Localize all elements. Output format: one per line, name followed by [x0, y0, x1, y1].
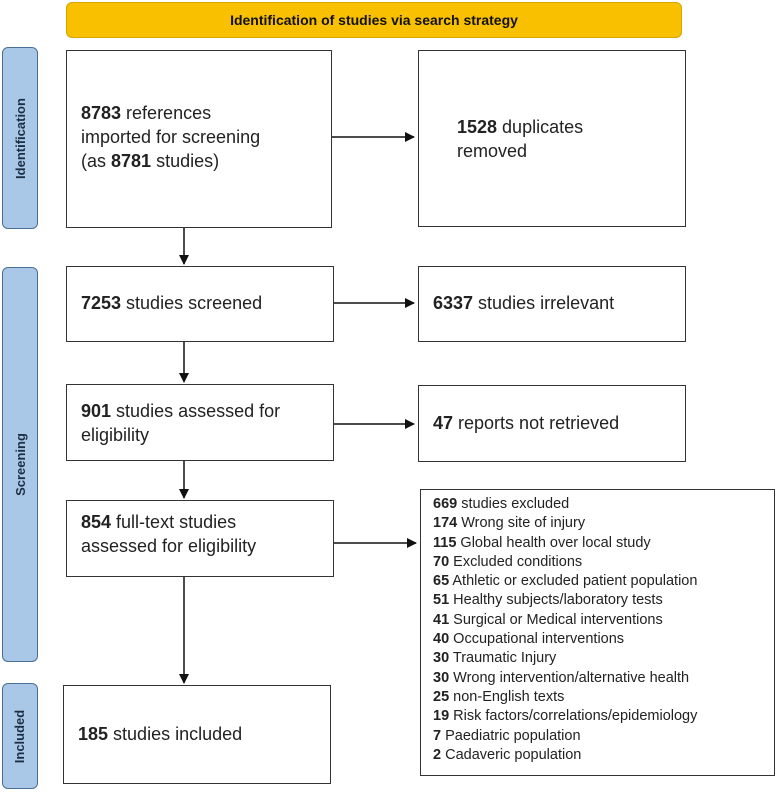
exclusion-label: Wrong intervention/alternative health: [449, 669, 690, 686]
fulltext-text-1: full-text studies: [111, 512, 237, 532]
box-included: 185 studies included: [63, 685, 331, 784]
exclusion-count: 25: [433, 688, 450, 705]
exclusion-item: 7 Paediatric population: [433, 727, 762, 746]
phase-included: Included: [2, 683, 38, 789]
screened-text: studies screened: [121, 293, 263, 313]
exclusion-label: Excluded conditions: [449, 553, 583, 570]
exclusion-count: 669: [433, 496, 458, 512]
exclusion-count: 51: [433, 592, 450, 609]
exclusion-item: 19 Risk factors/correlations/epidemiolog…: [433, 707, 762, 726]
exclusion-item: 2 Cadaveric population: [433, 746, 762, 765]
duplicates-count: 1528: [457, 117, 498, 137]
exclusion-count: 41: [433, 611, 450, 628]
box-imported-references: 8783 references imported for screening (…: [66, 50, 332, 228]
duplicates-text-2: removed: [457, 141, 528, 161]
exclusion-item: 41 Surgical or Medical interventions: [433, 611, 762, 630]
not-retrieved-text: reports not retrieved: [453, 413, 620, 433]
exclusion-label: Healthy subjects/laboratory tests: [449, 592, 663, 609]
exclusion-item: 40 Occupational interventions: [433, 630, 762, 649]
exclusion-item: 30 Traumatic Injury: [433, 649, 762, 668]
exclusion-item: 65 Athletic or excluded patient populati…: [433, 572, 762, 591]
exclusion-count: 40: [433, 631, 450, 648]
exclusion-count: 115: [433, 534, 457, 551]
header-banner: Identification of studies via search str…: [66, 2, 682, 38]
fulltext-text-2: assessed for eligibility: [81, 536, 257, 556]
exclusion-label: studies excluded: [457, 496, 570, 512]
exclusion-item: 174 Wrong site of injury: [433, 514, 762, 533]
exclusion-label: Global health over local study: [456, 534, 651, 551]
phase-screening: Screening: [2, 267, 38, 662]
exclusion-count: 30: [433, 669, 450, 686]
exclusion-label: Occupational interventions: [449, 631, 625, 648]
screened-count: 7253: [81, 293, 122, 313]
exclusion-label: Risk factors/correlations/epidemiology: [449, 708, 698, 725]
box-not-retrieved: 47 reports not retrieved: [418, 385, 686, 462]
fulltext-count: 854: [81, 512, 112, 532]
exclusion-item: 30 Wrong intervention/alternative health: [433, 669, 762, 688]
box-duplicates: 1528 duplicates removed: [418, 50, 686, 227]
irrelevant-count: 6337: [433, 293, 474, 313]
assessed-count: 901: [81, 401, 112, 421]
exclusion-label: non-English texts: [449, 688, 565, 705]
imported-text-1: references: [121, 103, 212, 123]
exclusion-item: 70 Excluded conditions: [433, 553, 762, 572]
exclusion-label: Wrong site of injury: [457, 515, 586, 532]
exclusion-count: 30: [433, 650, 450, 667]
exclusion-label: Surgical or Medical interventions: [449, 611, 663, 628]
assessed-text-1: studies assessed for: [111, 401, 281, 421]
exclusion-count: 7: [433, 727, 442, 744]
exclusion-label: Cadaveric population: [441, 746, 582, 763]
exclusion-label: Athletic or excluded patient population: [449, 573, 698, 590]
imported-studies-count: 8781: [111, 151, 152, 171]
box-fulltext: 854 full-text studies assessed for eligi…: [66, 500, 334, 577]
exclusion-label: Traumatic Injury: [449, 650, 557, 667]
exclusion-item: 51 Healthy subjects/laboratory tests: [433, 591, 762, 610]
box-irrelevant: 6337 studies irrelevant: [418, 266, 686, 342]
imported-text-3b: studies): [151, 151, 220, 171]
exclusion-count: 2: [433, 746, 442, 763]
box-screened: 7253 studies screened: [66, 266, 334, 342]
assessed-text-2: eligibility: [81, 425, 150, 445]
included-count: 185: [78, 724, 109, 744]
imported-text-2: imported for screening: [81, 127, 261, 147]
exclusion-count: 174: [433, 515, 458, 532]
exclusion-count: 70: [433, 553, 450, 570]
exclusion-item: 25 non-English texts: [433, 688, 762, 707]
exclusion-label: Paediatric population: [441, 727, 581, 744]
not-retrieved-count: 47: [433, 413, 454, 433]
box-assessed: 901 studies assessed for eligibility: [66, 384, 334, 461]
exclusion-item: 115 Global health over local study: [433, 534, 762, 553]
irrelevant-text: studies irrelevant: [473, 293, 615, 313]
exclusion-item: 669 studies excluded: [433, 495, 762, 514]
exclusion-count: 19: [433, 708, 450, 725]
header-banner-label: Identification of studies via search str…: [230, 12, 518, 28]
included-text: studies included: [108, 724, 243, 744]
exclusion-count: 65: [433, 573, 450, 590]
imported-text-3a: (as: [81, 151, 112, 171]
phase-identification: Identification: [2, 47, 38, 229]
duplicates-text-1: duplicates: [497, 117, 584, 137]
imported-count: 8783: [81, 103, 122, 123]
